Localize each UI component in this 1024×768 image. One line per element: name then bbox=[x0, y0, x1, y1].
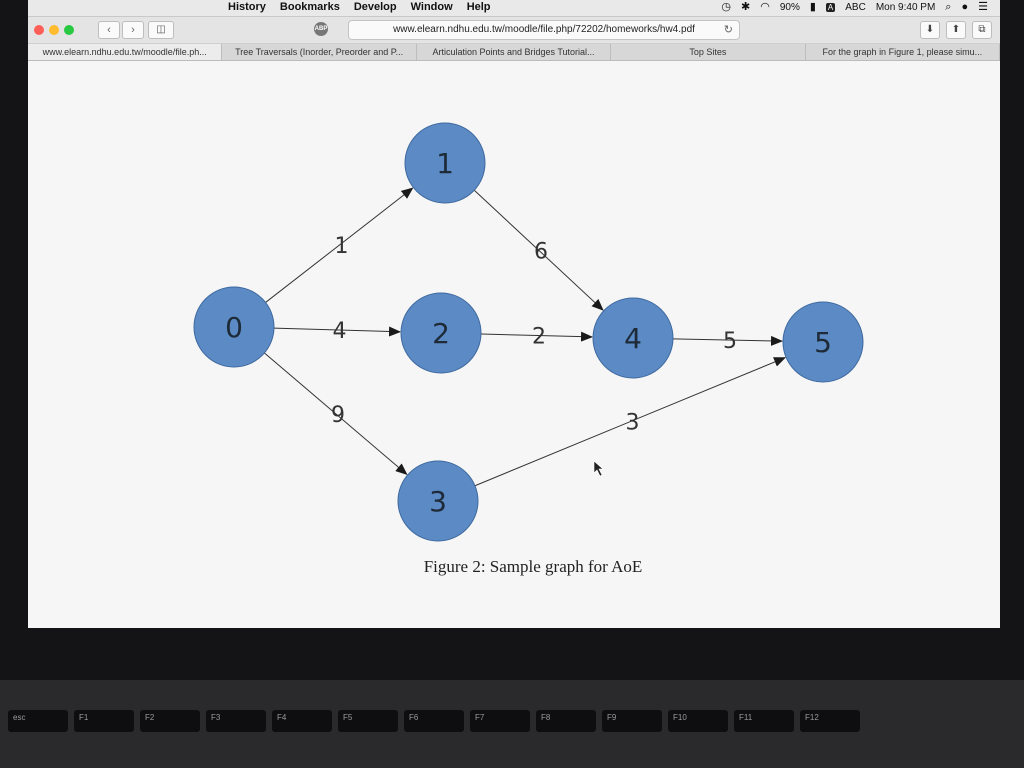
node-1 bbox=[404, 122, 486, 204]
address-bar[interactable]: www.elearn.ndhu.edu.tw/moodle/file.php/7… bbox=[348, 20, 740, 40]
spotlight-search-icon[interactable]: ⌕ bbox=[945, 1, 952, 13]
edge-weight-1-4: 6 bbox=[534, 240, 548, 265]
node-3 bbox=[397, 460, 479, 542]
key-f1[interactable]: F1 bbox=[74, 710, 134, 732]
tabs-overview-icon[interactable]: ⧉ bbox=[972, 21, 992, 39]
node-label-0: 0 bbox=[225, 311, 243, 344]
mouse-cursor-icon bbox=[593, 460, 604, 477]
node-5 bbox=[782, 301, 864, 383]
time-machine-icon[interactable]: ◷ bbox=[721, 1, 731, 13]
wifi-icon[interactable]: ◠ bbox=[760, 1, 770, 13]
share-icon[interactable]: ⬆ bbox=[946, 21, 966, 39]
key-f12[interactable]: F12 bbox=[800, 710, 860, 732]
tab-moodle-file[interactable]: www.elearn.ndhu.edu.tw/moodle/file.ph... bbox=[28, 44, 223, 60]
edge-0-3 bbox=[264, 352, 408, 476]
edge-0-1 bbox=[265, 187, 414, 303]
edge-weight-4-5: 5 bbox=[723, 329, 737, 354]
menu-history[interactable]: History bbox=[228, 1, 266, 13]
key-f10[interactable]: F10 bbox=[668, 710, 728, 732]
forward-button[interactable]: › bbox=[122, 21, 144, 39]
battery-icon[interactable]: ▮ bbox=[809, 1, 816, 13]
aoe-graph: 1 4 9 6 2 3 5 0 1 2 3 4 5 bbox=[193, 122, 864, 542]
edge-1-4 bbox=[473, 189, 604, 311]
menu-window[interactable]: Window bbox=[410, 1, 453, 13]
address-bar-url: www.elearn.ndhu.edu.tw/moodle/file.php/7… bbox=[393, 24, 695, 35]
siri-icon[interactable]: ● bbox=[961, 1, 969, 13]
sidebar-toggle-icon[interactable]: ◫ bbox=[148, 21, 174, 39]
tab-articulation-points[interactable]: Articulation Points and Bridges Tutorial… bbox=[417, 44, 612, 60]
input-source-icon[interactable]: A bbox=[825, 2, 836, 12]
edge-weight-0-3: 9 bbox=[331, 403, 345, 428]
node-label-3: 3 bbox=[429, 485, 447, 518]
menu-bookmarks[interactable]: Bookmarks bbox=[279, 1, 340, 13]
pdf-viewer[interactable]: 1 4 9 6 2 3 5 0 1 2 3 4 5 Figure 2: Sample graph fo… bbox=[28, 61, 1000, 628]
menu-help[interactable]: Help bbox=[466, 1, 491, 13]
menu-develop[interactable]: Develop bbox=[353, 1, 397, 13]
input-source-label[interactable]: ABC bbox=[845, 1, 866, 13]
key-f9[interactable]: F9 bbox=[602, 710, 662, 732]
key-f6[interactable]: F6 bbox=[404, 710, 464, 732]
key-f5[interactable]: F5 bbox=[338, 710, 398, 732]
node-0 bbox=[193, 286, 275, 368]
key-f11[interactable]: F11 bbox=[734, 710, 794, 732]
notification-center-icon[interactable]: ☰ bbox=[978, 1, 988, 13]
bluetooth-icon[interactable]: ✱ bbox=[741, 1, 751, 13]
edge-weight-3-5: 3 bbox=[626, 411, 640, 436]
close-window-button[interactable] bbox=[34, 25, 44, 35]
key-f8[interactable]: F8 bbox=[536, 710, 596, 732]
node-label-2: 2 bbox=[432, 317, 450, 350]
edge-3-5 bbox=[474, 357, 787, 487]
browser-toolbar: ‹ › ◫ ABP www.elearn.ndhu.edu.tw/moodle/… bbox=[28, 17, 1000, 44]
menu-bar: History Bookmarks Develop Window Help ◷ … bbox=[28, 0, 1000, 17]
figure-caption: Figure 2: Sample graph for AoE bbox=[423, 557, 643, 576]
screen: History Bookmarks Develop Window Help ◷ … bbox=[28, 0, 1000, 628]
key-f4[interactable]: F4 bbox=[272, 710, 332, 732]
reload-icon[interactable]: ↻ bbox=[723, 24, 733, 36]
tab-tree-traversals[interactable]: Tree Traversals (Inorder, Preorder and P… bbox=[222, 44, 417, 60]
edge-weight-0-2: 4 bbox=[333, 319, 347, 344]
node-label-1: 1 bbox=[436, 147, 454, 180]
edge-0-2 bbox=[273, 326, 402, 337]
node-label-5: 5 bbox=[814, 326, 832, 359]
clock[interactable]: Mon 9:40 PM bbox=[875, 1, 936, 13]
tab-top-sites[interactable]: Top Sites bbox=[611, 44, 806, 60]
edge-weight-0-1: 1 bbox=[335, 234, 349, 259]
key-f3[interactable]: F3 bbox=[206, 710, 266, 732]
minimize-window-button[interactable] bbox=[49, 25, 59, 35]
node-4 bbox=[592, 297, 674, 379]
tab-bar: www.elearn.ndhu.edu.tw/moodle/file.ph...… bbox=[28, 44, 1000, 61]
key-f2[interactable]: F2 bbox=[140, 710, 200, 732]
keyboard: esc F1 F2 F3 F4 F5 F6 F7 F8 F9 F10 F11 F12 bbox=[0, 680, 1024, 768]
key-esc[interactable]: esc bbox=[8, 710, 68, 732]
window-controls bbox=[34, 25, 74, 35]
zoom-window-button[interactable] bbox=[64, 25, 74, 35]
back-button[interactable]: ‹ bbox=[98, 21, 120, 39]
node-2 bbox=[400, 292, 482, 374]
adblock-icon[interactable]: ABP bbox=[314, 22, 328, 36]
edge-4-5 bbox=[672, 335, 784, 346]
battery-percent[interactable]: 90% bbox=[779, 1, 800, 13]
download-icon[interactable]: ⬇ bbox=[920, 21, 940, 39]
key-f7[interactable]: F7 bbox=[470, 710, 530, 732]
edge-weight-2-4: 2 bbox=[532, 325, 546, 350]
node-label-4: 4 bbox=[624, 322, 642, 355]
edge-2-4 bbox=[480, 331, 594, 342]
tab-graph-figure[interactable]: For the graph in Figure 1, please simu..… bbox=[806, 44, 1000, 60]
